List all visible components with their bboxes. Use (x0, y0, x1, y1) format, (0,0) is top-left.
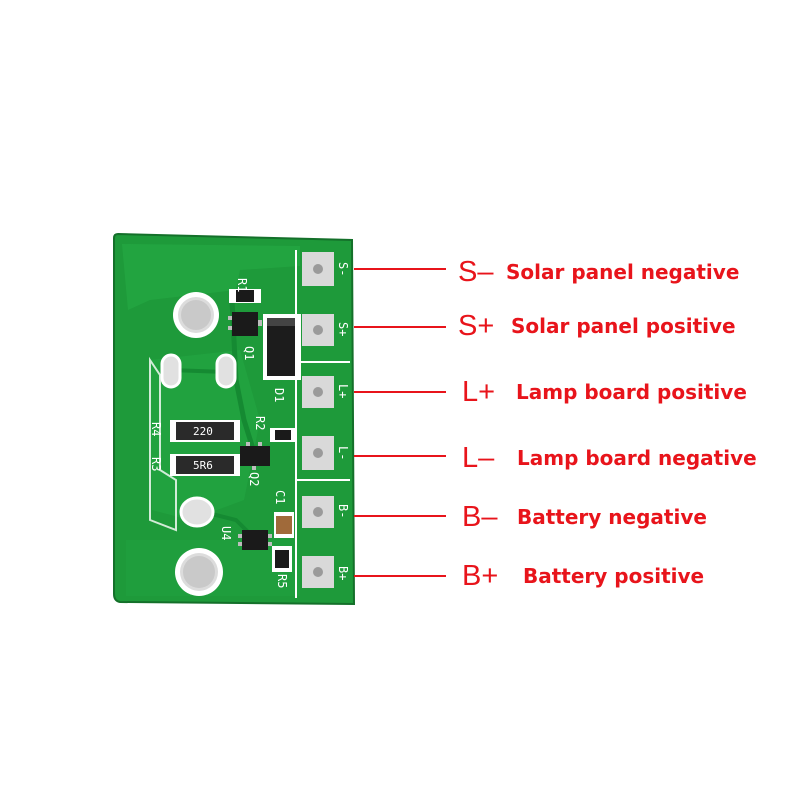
silk-pad-b-minus: B- (336, 504, 350, 518)
silk-r3: R3 (149, 457, 163, 471)
terminal-code: L– (462, 442, 495, 474)
silk-pad-s-plus: S+ (336, 322, 350, 336)
resistor-code-5r6: 5R6 (193, 459, 213, 472)
u4-ic (238, 530, 272, 550)
terminal-code: S– (458, 256, 494, 288)
r4-resistor (170, 420, 240, 442)
c1-capacitor (274, 512, 294, 538)
silk-r2: R2 (253, 416, 267, 430)
pad-s-minus (302, 252, 334, 286)
q1-transistor (228, 312, 262, 336)
leader-lines (354, 268, 446, 577)
terminal-description: Lamp board positive (516, 380, 747, 404)
r2-resistor (270, 428, 296, 442)
silk-q2: Q2 (247, 472, 261, 486)
oval-pads (160, 353, 237, 528)
silk-q1: Q1 (242, 346, 256, 360)
r5-resistor (272, 546, 292, 572)
pad-l-minus (302, 436, 334, 470)
mounting-hole-bottom (175, 548, 223, 596)
silk-c1: C1 (273, 490, 287, 504)
r1-resistor (229, 289, 261, 303)
resistor-code-220: 220 (193, 425, 213, 438)
d1-diode (263, 314, 301, 380)
r3-resistor (170, 454, 240, 476)
silk-outline (149, 356, 177, 532)
pad-b-plus (302, 556, 334, 588)
terminal-code: L+ (462, 376, 496, 408)
mounting-hole-top (173, 292, 219, 338)
silk-pad-l-minus: L- (336, 446, 350, 460)
silk-pad-s-minus: S- (336, 262, 350, 276)
silk-pad-b-plus: B+ (336, 566, 350, 580)
terminal-code: B– (462, 501, 498, 533)
terminal-strip (295, 250, 350, 598)
q2-transistor (240, 442, 270, 470)
terminal-code: B+ (462, 560, 499, 592)
terminal-description: Lamp board negative (517, 446, 757, 470)
silk-pad-l-plus: L+ (336, 384, 350, 398)
terminal-description: Battery negative (517, 505, 707, 529)
pad-b-minus (302, 496, 334, 528)
terminal-description: Solar panel negative (506, 260, 740, 284)
silk-d1: D1 (272, 388, 286, 402)
pad-s-plus (302, 314, 334, 346)
silk-r1: R1 (235, 278, 249, 292)
terminal-description: Solar panel positive (511, 314, 736, 338)
silk-r5: R5 (275, 574, 289, 588)
silk-u4: U4 (219, 526, 233, 540)
terminal-code: S+ (458, 310, 495, 342)
silk-r4: R4 (149, 422, 163, 436)
pad-l-plus (302, 376, 334, 408)
terminal-description: Battery positive (523, 564, 705, 588)
